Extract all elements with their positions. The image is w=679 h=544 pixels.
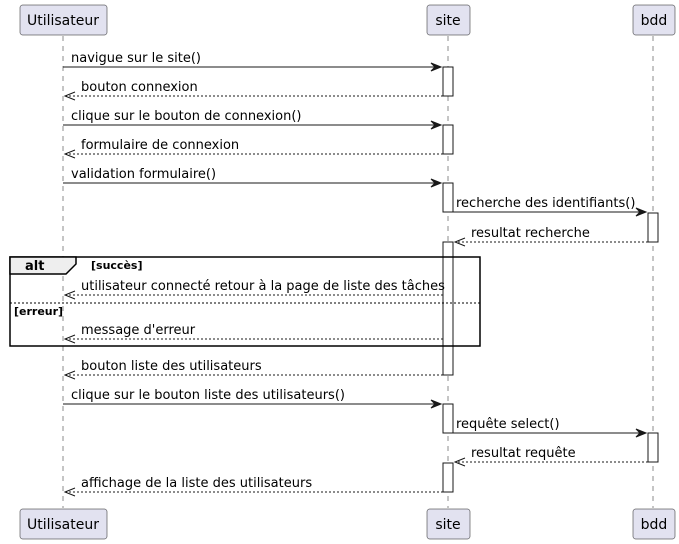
message-bouton-liste: bouton liste des utilisateurs [63,359,443,380]
message-requete-select: requête select() [453,417,648,438]
activation-site [442,66,454,97]
message-label: navigue sur le site() [71,51,201,66]
message-utilisateur-connecte: utilisateur connecté retour à la page de… [63,279,445,300]
activation-site [442,403,454,434]
message-clique-connexion: clique sur le bouton de connexion() [63,109,443,130]
message-affichage-liste: affichage de la liste des utilisateurs [63,476,443,497]
participant-bdd-label: bdd [641,13,668,29]
participant-utilisateur-label: Utilisateur [27,13,99,29]
participant-site-label: site [435,13,460,29]
activation-site [442,182,454,213]
alt-frame: alt [succès] [erreur] [9,256,481,347]
alt-keyword: alt [25,259,44,274]
message-label: requête select() [456,417,560,432]
message-navigue: navigue sur le site() [63,51,443,72]
message-label: recherche des identifiants() [456,196,635,211]
message-label: bouton connexion [81,80,198,95]
guard-error: [erreur] [14,305,63,318]
participant-bdd-top: bdd [632,4,676,36]
message-validation: validation formulaire() [63,167,443,188]
message-resultat-requete: resultat requête [453,446,648,467]
message-label: resultat requête [471,446,576,461]
participant-utilisateur-bottom: Utilisateur [19,508,108,540]
activation-site [442,124,454,155]
message-clique-liste: clique sur le bouton liste des utilisate… [63,388,443,409]
participant-utilisateur-top: Utilisateur [19,4,108,36]
activation-site [442,241,454,376]
message-erreur: message d'erreur [63,323,443,344]
message-label: utilisateur connecté retour à la page de… [81,279,445,294]
activation-bdd [647,432,659,463]
message-bouton-connexion: bouton connexion [63,80,443,101]
participant-site-bottom: site [426,508,471,540]
message-label: clique sur le bouton de connexion() [71,109,301,124]
message-resultat-recherche: resultat recherche [453,226,648,247]
message-formulaire: formulaire de connexion [63,138,443,159]
message-label: validation formulaire() [71,167,216,182]
activation-bdd [647,212,659,243]
participant-site-top: site [426,4,471,36]
message-label: resultat recherche [471,226,590,241]
participant-utilisateur-label: Utilisateur [27,517,99,533]
message-label: formulaire de connexion [81,138,239,153]
guard-success: [succès] [91,259,142,272]
participant-bdd-label: bdd [641,517,668,533]
participant-site-label: site [435,517,460,533]
participant-bdd-bottom: bdd [632,508,676,540]
message-label: affichage de la liste des utilisateurs [81,476,312,491]
activation-site [442,462,454,493]
message-label: bouton liste des utilisateurs [81,359,262,374]
message-label: message d'erreur [81,323,196,338]
message-label: clique sur le bouton liste des utilisate… [71,388,345,403]
message-recherche: recherche des identifiants() [453,196,648,217]
